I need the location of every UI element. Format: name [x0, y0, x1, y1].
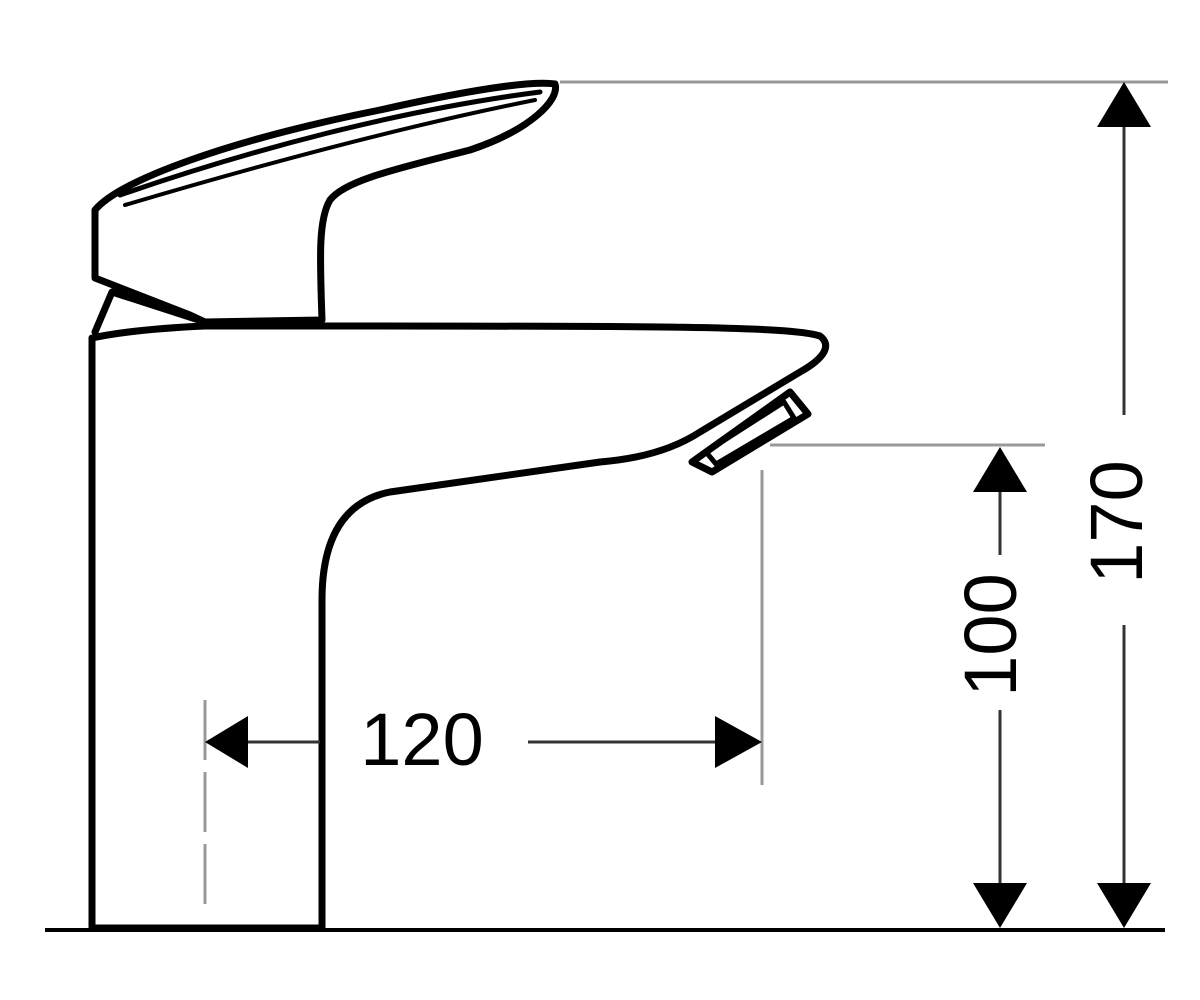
- dim-100-label: 100: [949, 573, 1032, 696]
- dim-170-label: 170: [1075, 460, 1158, 583]
- aerator-inner: [703, 399, 797, 467]
- dim-120-arrow-right: [715, 716, 762, 768]
- dimension-total-height: 170: [1075, 82, 1158, 928]
- dim-170-arrow-bottom: [1097, 883, 1151, 928]
- extension-lines: [203, 80, 1168, 915]
- faucet-outline: [88, 79, 830, 932]
- dim-120-label: 120: [360, 698, 483, 781]
- dim-100-arrow-top: [973, 447, 1027, 492]
- lever-pivot: [91, 288, 209, 336]
- lever-inner-edge-2: [123, 98, 537, 207]
- dimension-spout-reach: 120: [205, 698, 762, 781]
- faucet-body: [88, 322, 830, 932]
- dim-100-arrow-bottom: [973, 883, 1027, 928]
- lever-inner-edge: [117, 89, 543, 198]
- dimension-spout-height: 100: [949, 447, 1032, 928]
- dim-120-arrow-left: [205, 716, 248, 768]
- lever-handle: [91, 79, 559, 326]
- dim-170-arrow-top: [1097, 82, 1151, 127]
- aerator: [688, 388, 812, 476]
